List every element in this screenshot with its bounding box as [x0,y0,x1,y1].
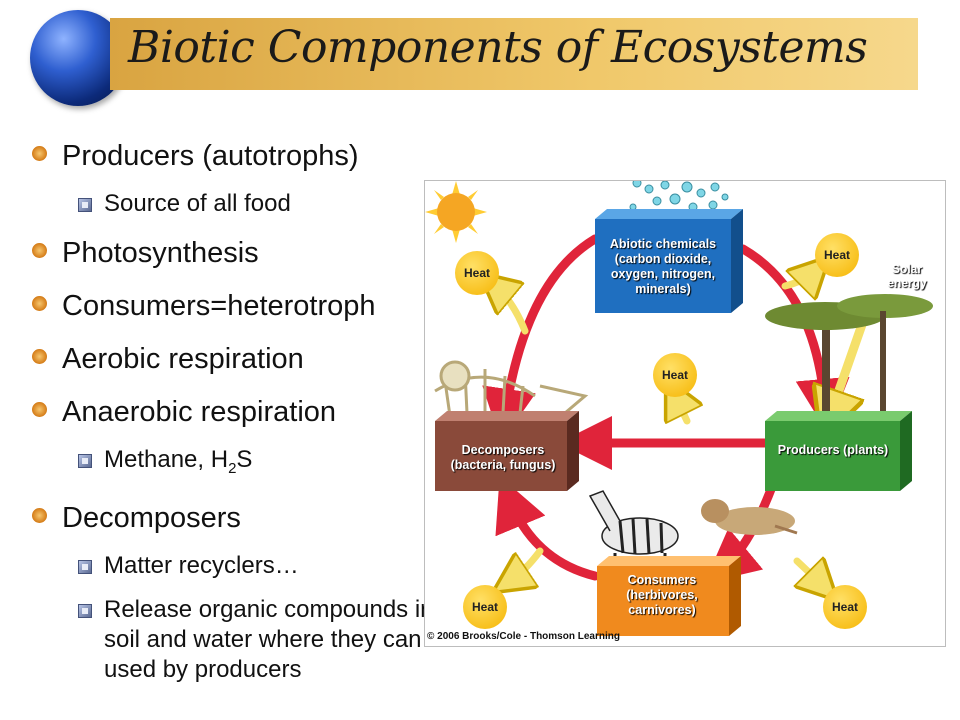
heat-badge: Heat [455,251,499,295]
sun-icon [425,181,487,243]
bullet-marker-icon [32,402,47,417]
subbullet-marker-icon [78,198,92,212]
nutrient-cycle-figure: Abiotic chemicals (carbon dioxide, oxyge… [424,180,946,647]
bullet-consumers: Consumers=heterotroph [30,286,470,339]
abiotic-box [595,209,743,313]
slide-title: Biotic Components of Ecosystems [128,22,868,73]
cycle-diagram [434,181,933,636]
skeleton-icon [434,360,589,417]
bullet-list: Producers (autotrophs) Source of all foo… [30,136,470,691]
bullet-producers: Producers (autotrophs) [30,136,470,189]
bullet-marker-icon [32,349,47,364]
heat-badge: Heat [815,233,859,277]
heat-badge: Heat [823,585,867,629]
bullet-marker-icon [32,243,47,258]
tree-icon [765,294,933,413]
heat-badge: Heat [653,353,697,397]
consumers-box [597,556,741,636]
title-band [110,18,918,90]
bullet-photosynthesis: Photosynthesis [30,233,470,286]
bullet-anaerobic: Anaerobic respiration [30,392,470,445]
decomposers-label: Decomposers (bacteria, fungus) [450,443,556,472]
subbullet-release-compounds: Release organic compounds into soil and … [30,595,484,685]
producers-box [765,411,912,491]
subbullet-methane: Methane, H2S [30,445,470,484]
bullet-marker-icon [32,296,47,311]
lion-icon [701,499,798,535]
subbullet-matter-recyclers: Matter recyclers… [30,551,470,581]
consumers-label: Consumers (herbivores, carnivores) [626,573,698,617]
subbullet-marker-icon [78,559,92,574]
molecules-icon [629,181,729,212]
heat-arrows [495,271,870,586]
producers-label: Producers (plants) [777,443,889,457]
abiotic-label: Abiotic chemicals (carbon dioxide, oxyge… [609,237,717,296]
subbullet-source-of-food: Source of all food [30,189,470,219]
solar-energy-label: Solar energy [887,262,927,290]
bullet-marker-icon [32,507,47,523]
bullet-marker-icon [32,146,47,161]
decomposers-box [435,411,579,491]
subbullet-marker-icon [78,454,92,468]
subbullet-marker-icon [78,603,92,618]
heat-badge: Heat [463,585,507,629]
bullet-aerobic: Aerobic respiration [30,339,470,392]
bullet-decomposers: Decomposers [30,498,470,551]
credit-line: © 2006 Brooks/Cole - Thomson Learning [427,631,620,642]
